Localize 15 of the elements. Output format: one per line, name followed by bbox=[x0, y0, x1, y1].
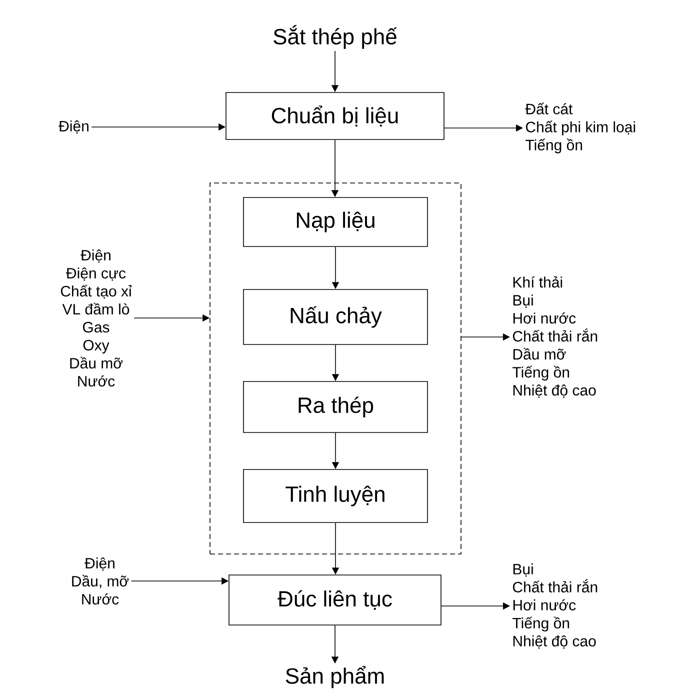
flow-label: Sắt thép phế bbox=[274, 25, 398, 49]
process-box: Ra thép bbox=[243, 381, 428, 433]
flow-label: Sản phẩm bbox=[286, 666, 384, 688]
item-list: Điện Dầu, mỡ Nước bbox=[72, 557, 129, 605]
process-box: Chuẩn bị liệu bbox=[226, 92, 444, 140]
process-box: Đúc liên tục bbox=[228, 574, 442, 626]
process-box: Nạp liệu bbox=[243, 197, 428, 247]
process-box: Tinh luyện bbox=[243, 469, 428, 523]
dashed-group-box bbox=[210, 182, 462, 554]
item-list: Điện Điện cực Chất tạo xỉ VL đầm lò Gas Oxy Dầu mỡ Nước bbox=[60, 249, 132, 387]
flow-label: Điện bbox=[58, 120, 88, 134]
item-list: Bụi Chất thải rắn Hơi nước Tiếng ồn Nhiệt độ cao bbox=[512, 563, 598, 649]
process-box: Nấu chảy bbox=[243, 289, 428, 345]
item-list: Đất cát Chất phi kim loại Tiếng ồn bbox=[525, 102, 636, 154]
item-list: Khí thải Bụi Hơi nước Chất thải rắn Dầu mỡ Tiếng ồn Nhiệt độ cao bbox=[512, 276, 598, 398]
